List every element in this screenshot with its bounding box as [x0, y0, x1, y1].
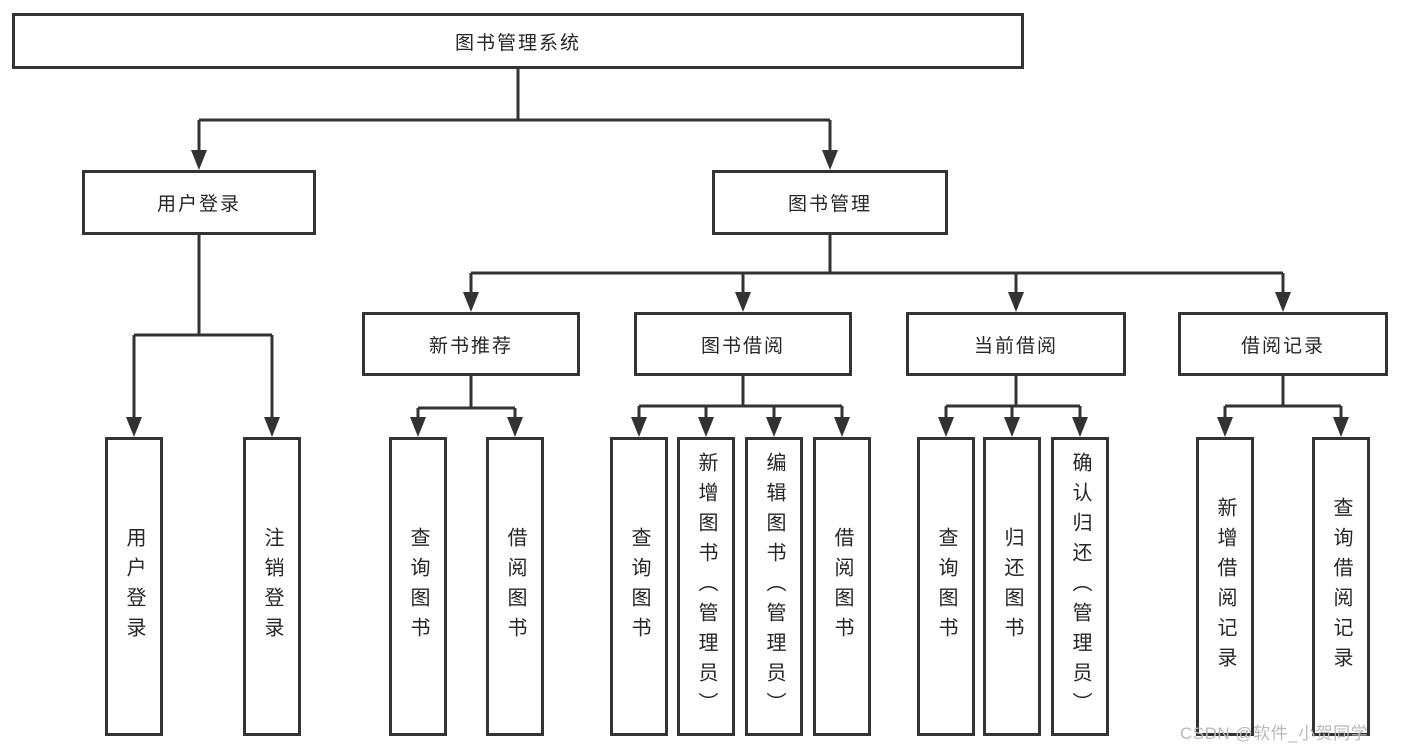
connector-new-book	[416, 376, 517, 418]
arrowhead	[735, 292, 751, 312]
node-leaf-current-confirm-return: 确认归还（管理员）	[1051, 437, 1109, 736]
node-leaf-borrowing-borrow-books: 借阅图书	[813, 437, 871, 736]
arrowhead	[1275, 292, 1291, 312]
arrowhead	[126, 417, 142, 437]
node-system-root: 图书管理系统	[12, 13, 1024, 69]
node-book-borrowing: 图书借阅	[634, 312, 852, 376]
connector-current-borrowing	[944, 376, 1082, 418]
node-leaf-records-query-record: 查询借阅记录	[1312, 437, 1370, 736]
node-label: 当前借阅	[973, 335, 1058, 357]
arrowhead	[1217, 417, 1233, 437]
node-current-borrowing: 当前借阅	[906, 312, 1126, 376]
arrowhead	[1008, 292, 1024, 312]
node-leaf-user-login: 用户登录	[105, 437, 163, 736]
node-book-management: 图书管理	[712, 170, 948, 235]
node-label: 归还图书	[1001, 526, 1023, 647]
arrowhead	[822, 150, 838, 170]
connector-user-login	[132, 235, 274, 418]
node-leaf-borrowing-query-books: 查询图书	[610, 437, 668, 736]
node-label: 新增图书（管理员）	[695, 451, 717, 722]
arrowhead	[191, 150, 207, 170]
arrowhead	[631, 417, 647, 437]
node-leaf-recommend-borrow-books: 借阅图书	[486, 437, 544, 736]
node-new-book-recommend: 新书推荐	[362, 312, 580, 376]
arrowhead	[410, 417, 426, 437]
arrowheads	[126, 150, 1349, 437]
node-user-login: 用户登录	[82, 170, 316, 235]
node-label: 借阅记录	[1240, 335, 1325, 357]
node-label: 新书推荐	[428, 335, 513, 357]
node-label: 编辑图书（管理员）	[763, 451, 785, 722]
node-label: 查询图书	[935, 526, 957, 647]
node-label: 查询图书	[628, 526, 650, 647]
connector-book-borrowing	[637, 376, 844, 418]
node-label: 确认归还（管理员）	[1069, 451, 1091, 722]
arrowhead	[463, 292, 479, 312]
node-leaf-recommend-query-books: 查询图书	[389, 437, 447, 736]
node-leaf-borrowing-add-books: 新增图书（管理员）	[677, 437, 735, 736]
arrowhead	[1072, 417, 1088, 437]
node-label: 查询借阅记录	[1330, 496, 1352, 677]
node-leaf-records-add-record: 新增借阅记录	[1196, 437, 1254, 736]
node-label: 查询图书	[407, 526, 429, 647]
node-leaf-logout: 注销登录	[243, 437, 301, 736]
node-label: 借阅图书	[831, 526, 853, 647]
node-leaf-current-query-books: 查询图书	[917, 437, 975, 736]
node-label: 注销登录	[261, 526, 283, 647]
arrowhead	[698, 417, 714, 437]
node-label: 用户登录	[156, 194, 241, 215]
arrowhead	[1333, 417, 1349, 437]
node-label: 图书借阅	[700, 335, 785, 357]
connector-borrowing-records	[1223, 376, 1343, 418]
arrowhead	[766, 417, 782, 437]
arrowhead	[1004, 417, 1020, 437]
node-leaf-borrowing-edit-books: 编辑图书（管理员）	[745, 437, 803, 736]
connector-book-management	[469, 235, 1285, 293]
arrowhead	[938, 417, 954, 437]
node-label: 借阅图书	[504, 526, 526, 647]
node-borrowing-records: 借阅记录	[1178, 312, 1388, 376]
arrowhead	[264, 417, 280, 437]
node-label: 新增借阅记录	[1214, 496, 1236, 677]
node-leaf-current-return-books: 归还图书	[983, 437, 1041, 736]
node-label: 图书管理系统	[454, 32, 581, 54]
csdn-watermark: CSDN @软件_小贺同学	[1180, 724, 1369, 743]
arrowhead	[507, 417, 523, 437]
connector-root	[197, 69, 832, 151]
node-label: 用户登录	[123, 526, 145, 647]
node-label: 图书管理	[787, 194, 872, 215]
arrowhead	[834, 417, 850, 437]
